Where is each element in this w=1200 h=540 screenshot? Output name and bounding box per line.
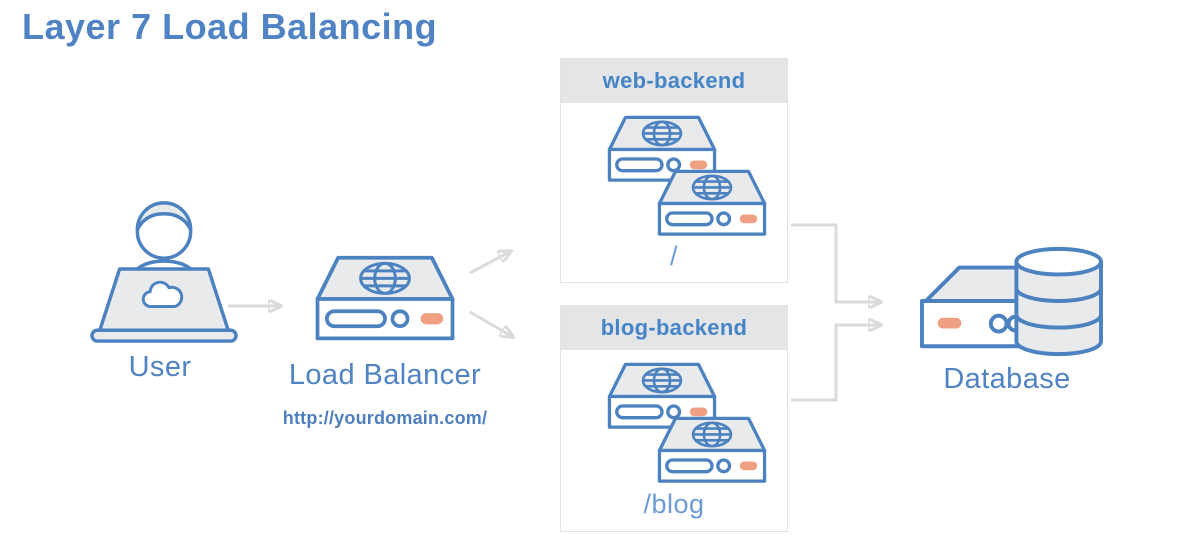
db-server-led (937, 317, 962, 329)
user-node: User (68, 196, 252, 384)
globe-icon (359, 261, 411, 295)
server-port (390, 309, 410, 329)
globe-icon (691, 421, 733, 448)
globe-icon (691, 174, 733, 201)
page-title: Layer 7 Load Balancing (22, 6, 438, 47)
database-node: Database (897, 242, 1117, 396)
db-server-port (988, 313, 1009, 334)
backend-group-blog: blog-backend (560, 305, 788, 532)
globe-icon (641, 120, 683, 147)
blog-server-icon-1 (607, 362, 717, 429)
user-hair (135, 201, 193, 232)
server-slot (325, 309, 387, 329)
arrow-loadbalancer-to-web-backend (469, 251, 511, 275)
arrow-loadbalancer-to-blog-backend (469, 310, 513, 337)
connector-web-backend-to-database (791, 223, 881, 302)
load-balancer-label: Load Balancer (288, 359, 482, 391)
web-server-icon-2 (657, 169, 767, 236)
backend-group-web: web-backend (560, 58, 788, 283)
web-backend-header: web-backend (561, 59, 787, 103)
user-label: User (128, 351, 192, 383)
load-balancer-url: http://yourdomain.com/ (282, 408, 488, 428)
server-led (420, 313, 444, 325)
db-cylinder-icon (1014, 246, 1103, 357)
load-balancer-node: Load Balancer http://yourdomain.com/ (265, 252, 505, 429)
web-backend-route: / (669, 241, 678, 271)
load-balancer-icon (315, 255, 455, 341)
user-icon (90, 201, 238, 343)
cloud-icon (141, 280, 184, 309)
globe-icon (641, 367, 683, 394)
database-label: Database (943, 363, 1071, 395)
laptop-base (90, 328, 238, 343)
blog-backend-header: blog-backend (561, 306, 787, 350)
database-icon (920, 246, 1103, 357)
blog-server-icon-2 (657, 416, 767, 483)
connector-blog-backend-to-database (791, 325, 881, 402)
blog-backend-route: /blog (643, 489, 705, 519)
